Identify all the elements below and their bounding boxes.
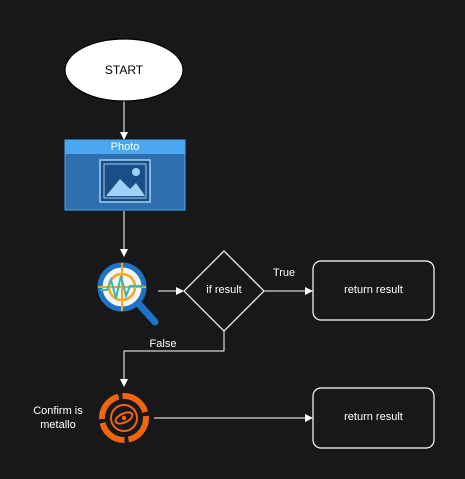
false-edge-label: False bbox=[149, 338, 177, 350]
arrow-decision-to-confirm bbox=[120, 331, 225, 387]
result-false-node[interactable] bbox=[312, 387, 435, 449]
result-false-label: return result bbox=[344, 411, 403, 423]
start-node[interactable] bbox=[64, 38, 184, 102]
connectors bbox=[120, 101, 313, 422]
result-true-label: return result bbox=[344, 284, 403, 296]
decision-node[interactable] bbox=[183, 250, 265, 332]
image-icon bbox=[99, 159, 151, 203]
true-edge-label: True bbox=[272, 267, 296, 279]
photo-label: Photo bbox=[110, 141, 140, 153]
orange-scan-icon[interactable] bbox=[99, 393, 149, 443]
start-label: START bbox=[104, 63, 144, 77]
decision-label: if result bbox=[206, 284, 242, 296]
photo-node[interactable] bbox=[64, 139, 186, 211]
search-analytics-icon[interactable] bbox=[97, 262, 159, 326]
result-true-node[interactable] bbox=[312, 260, 435, 321]
confirm-label: Confirm is metallo bbox=[33, 405, 83, 431]
photo-node-header bbox=[65, 140, 185, 154]
